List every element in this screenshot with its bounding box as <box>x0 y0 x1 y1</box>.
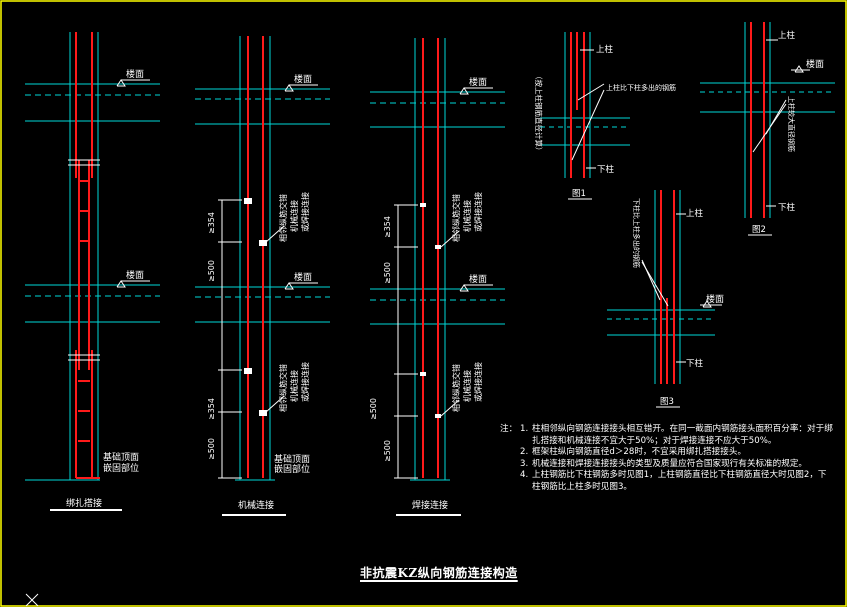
note-text: 机械连接和焊接连接接头的类型及质量应符合国家现行有关标准的规定。 <box>532 458 808 469</box>
notes-prefix: 注： <box>500 424 518 434</box>
stagger-label: 相邻纵筋交错 <box>278 194 288 242</box>
caption-lap: 绑扎搭接 <box>66 497 102 509</box>
note-number: 1. <box>520 424 529 434</box>
floor-label: 楼面 <box>806 58 824 70</box>
dim-500: ≥500 <box>207 260 216 282</box>
mech-rebar <box>247 36 264 478</box>
mech-detail <box>195 36 330 481</box>
dim-500: ≥500 <box>383 262 392 284</box>
fig1-leaders <box>571 49 605 169</box>
embed-label: 嵌固部位 <box>274 463 310 475</box>
floor-marker <box>459 284 469 292</box>
floor-label: 楼面 <box>706 293 724 305</box>
note-item: 注： 1. 柱相邻纵向钢筋连接接头相互错开。在同一截面内钢筋接头面积百分率：对于… <box>500 424 835 447</box>
dim-354: ≥354 <box>207 398 216 420</box>
mech-coupler-marks <box>244 198 267 416</box>
weld-joint-marks <box>420 203 441 418</box>
floor-marker <box>794 65 804 73</box>
upper-col-label: 上柱 <box>596 44 614 55</box>
floor-marker <box>284 282 294 290</box>
fig2-rebar <box>750 22 765 218</box>
note-text: 柱相邻纵向钢筋连接接头相互错开。在同一截面内钢筋接头面积百分率：对于绑扎搭接和机… <box>532 424 833 446</box>
floor-label: 楼面 <box>294 73 312 85</box>
lap-rebar <box>75 32 100 479</box>
stagger-label: 相邻纵筋交错 <box>451 364 461 412</box>
dim-354: ≥354 <box>383 216 392 238</box>
dim-500: ≥500 <box>383 440 392 462</box>
floor-label: 楼面 <box>126 269 144 281</box>
caption-fig2: 图2 <box>752 225 766 235</box>
note-number: 2. <box>520 447 529 458</box>
floor-label: 楼面 <box>469 76 487 88</box>
note-item: 3. 机械连接和焊接连接接头的类型及质量应符合国家现行有关标准的规定。 <box>500 459 835 471</box>
weld-or-mech-label: 或焊接连接 <box>473 192 483 232</box>
floor-label: 楼面 <box>469 273 487 285</box>
mech-label: 机械连接 <box>462 370 472 402</box>
foundation-label: 基础顶面 <box>274 453 310 465</box>
floor-marker <box>284 84 294 92</box>
stagger-label: 相邻纵筋交错 <box>451 194 461 242</box>
fig1-bar-label: 上柱比下柱多出的钢筋 <box>606 83 676 92</box>
floor-marker <box>116 79 126 87</box>
mech-dimensions <box>218 199 285 479</box>
weld-or-mech-label: 或焊接连接 <box>473 362 483 402</box>
note-item: 4. 上柱钢筋比下柱钢筋多时见图1，上柱钢筋直径比下柱钢筋直径大时见图2，下柱钢… <box>500 470 835 493</box>
note-number: 4. <box>520 470 529 481</box>
lower-col-label: 下柱 <box>597 164 615 175</box>
dim-354: ≥354 <box>207 212 216 234</box>
floor-label: 楼面 <box>294 271 312 283</box>
weld-rebar <box>422 38 439 478</box>
weld-or-mech-label: 或焊接连接 <box>300 192 310 232</box>
fig2-leaders <box>752 39 810 207</box>
caption-fig1: 图1 <box>572 189 586 199</box>
mech-label: 机械连接 <box>462 200 472 232</box>
dim-500: ≥500 <box>369 398 378 420</box>
note-number: 3. <box>520 458 529 469</box>
lower-col-label: 下柱 <box>686 358 704 369</box>
fig1-rebar <box>570 32 585 178</box>
fig2-detail <box>700 22 835 218</box>
floor-marker <box>702 300 712 308</box>
floor-label: 楼面 <box>126 68 144 80</box>
caption-mech: 机械连接 <box>238 499 274 511</box>
floor-marker <box>116 280 126 288</box>
drawing-title: 非抗震KZ纵向钢筋连接构造 <box>360 566 518 580</box>
caption-fig3: 图3 <box>660 397 674 407</box>
fig2-bar-label: 上柱较大直径钢筋 <box>787 96 796 152</box>
fig3-bar-label: 下柱比上柱多出的钢筋 <box>632 198 641 268</box>
fig3-leaders <box>641 213 722 363</box>
lap-splice-detail <box>25 32 160 481</box>
upper-col-label: 上柱 <box>778 30 796 41</box>
upper-col-label: 上柱 <box>686 208 704 219</box>
embed-label: 嵌固部位 <box>103 462 139 474</box>
caption-weld: 焊接连接 <box>412 499 448 511</box>
floor-marker <box>459 87 469 95</box>
foundation-label: 基础顶面 <box>103 451 139 463</box>
note-text: 框架柱纵向钢筋直径d＞28时，不宜采用绑扎搭接接头。 <box>532 447 747 458</box>
vertical-note: （按上柱钢筋直径计算） <box>534 72 544 155</box>
mech-label: 机械连接 <box>289 200 299 232</box>
mech-label: 机械连接 <box>289 370 299 402</box>
fig3-rebar <box>660 190 675 384</box>
weld-dimensions <box>394 204 460 479</box>
weld-or-mech-label: 或焊接连接 <box>300 362 310 402</box>
note-item: 2. 框架柱纵向钢筋直径d＞28时，不宜采用绑扎搭接接头。 <box>500 447 835 459</box>
lap-stirrup-marks <box>78 180 90 442</box>
note-text: 上柱钢筋比下柱钢筋多时见图1，上柱钢筋直径比下柱钢筋直径大时见图2，下柱钢筋比上… <box>532 470 827 492</box>
lap-break-marks <box>68 159 100 361</box>
ucs-icon <box>25 593 39 607</box>
lower-col-label: 下柱 <box>778 202 796 213</box>
notes-block: 注： 1. 柱相邻纵向钢筋连接接头相互错开。在同一截面内钢筋接头面积百分率：对于… <box>500 424 835 494</box>
dim-500: ≥500 <box>207 438 216 460</box>
stagger-label: 相邻纵筋交错 <box>278 364 288 412</box>
